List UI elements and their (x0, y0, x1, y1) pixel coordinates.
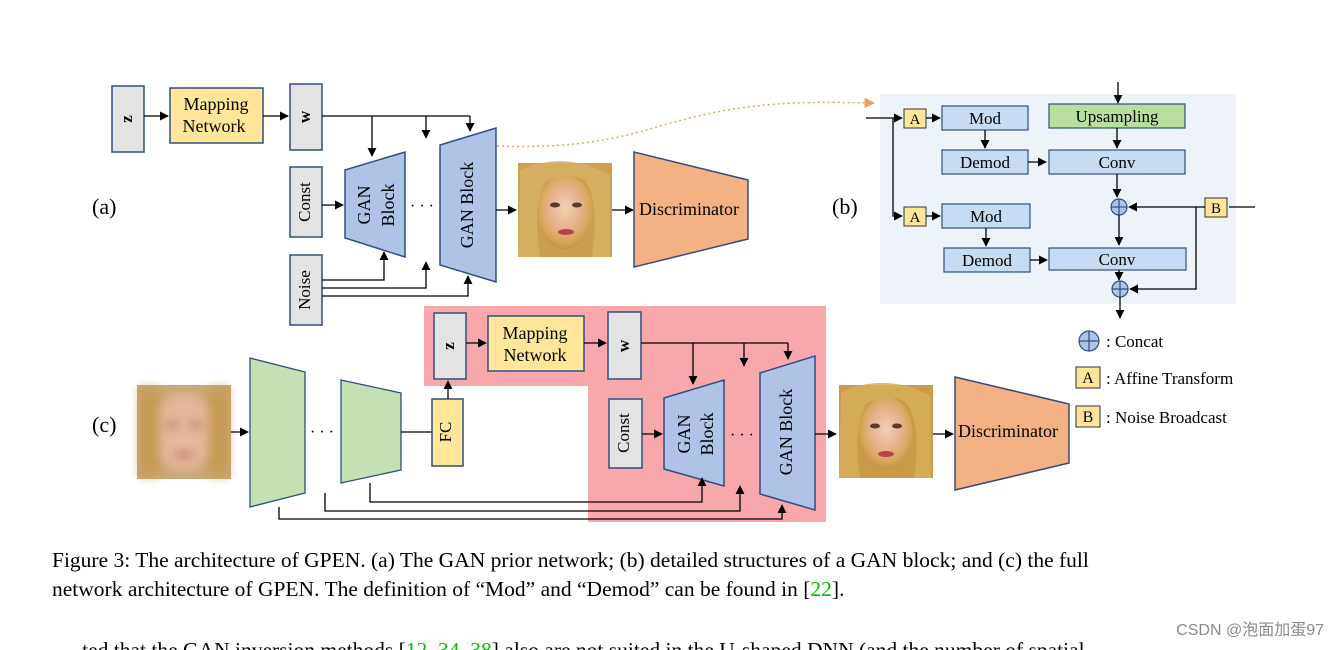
conv-top (1048, 149, 1186, 175)
mod-top (941, 105, 1029, 131)
mapping-network-a-line1: Mapping (184, 94, 249, 114)
gan-block-a2 (439, 126, 497, 284)
conv-bottom (1048, 247, 1187, 271)
gan-block-c1-line2: Block (697, 413, 717, 456)
ellipsis-a: · · · (410, 198, 434, 215)
mod-top-label: Mod (969, 109, 1002, 128)
legend-noise: : Noise Broadcast (1106, 408, 1227, 427)
mapping-network-c (487, 315, 585, 372)
z-label-a: z (117, 115, 136, 123)
legend: : Concat A : Affine Transform B : Noise … (1075, 330, 1233, 428)
fc-box (431, 398, 464, 467)
discriminator-c-label: Discriminator (958, 421, 1058, 441)
blurry-face-input (137, 385, 231, 479)
gan-block-c1-line1: GAN (674, 415, 694, 454)
mapping-network-c-line1: Mapping (503, 323, 568, 343)
panel-c-label: (c) (92, 412, 116, 437)
z-box-c (433, 312, 467, 380)
legend-affine: : Affine Transform (1106, 369, 1233, 388)
mod-bottom-label: Mod (970, 207, 1003, 226)
z-label-c: z (439, 342, 458, 350)
gan-block-a1-line2: Block (378, 184, 398, 227)
figure-caption: Figure 3: The architecture of GPEN. (a) … (52, 546, 1292, 604)
mapping-network-a-line2: Network (183, 116, 246, 136)
body-text-pre: ...ted that the GAN inversion methods [ (66, 638, 406, 650)
noise-broadcast-b-label: B (1211, 201, 1221, 217)
discriminator-a-label: Discriminator (639, 199, 739, 219)
concat-top-icon (1110, 198, 1128, 216)
const-box-c (608, 398, 643, 469)
face-image-a (518, 161, 612, 257)
mod-bottom (941, 203, 1031, 229)
caption-line2-end: ]. (831, 577, 845, 601)
architecture-figure: (a) z Mapping Network w Const GAN Block … (92, 82, 1255, 522)
gan-block-c2-label: GAN Block (776, 389, 796, 476)
discriminator-c (954, 376, 1070, 491)
gan-block-a1 (344, 150, 406, 259)
demod-bottom-label: Demod (962, 251, 1013, 270)
gan-block-a2-label: GAN Block (457, 162, 477, 249)
body-text-refs[interactable]: 12, 34, 38 (405, 638, 492, 650)
conv-top-label: Conv (1099, 153, 1136, 172)
mapping-network-a (169, 87, 264, 144)
caption-reference-link[interactable]: 22 (810, 577, 832, 601)
ellipsis-c-generator: · · · (730, 427, 754, 444)
panel-b-label: (b) (832, 194, 858, 219)
concat-bottom-icon (1111, 280, 1129, 298)
legend-affine-letter: A (1082, 370, 1094, 387)
const-label-a: Const (295, 182, 314, 222)
panel-c: (c) · · · FC z Mapping Network (92, 306, 1070, 522)
encoder-block-2 (340, 379, 402, 484)
upsampling-label: Upsampling (1075, 107, 1159, 126)
demod-top (941, 149, 1029, 175)
const-box-a (289, 166, 323, 238)
caption-line1: Figure 3: The architecture of GPEN. (a) … (52, 548, 1089, 572)
discriminator-a (633, 151, 749, 268)
gan-block-c2 (759, 354, 816, 511)
conv-bottom-label: Conv (1099, 250, 1136, 269)
legend-concat: : Concat (1106, 332, 1163, 351)
panel-a-label: (a) (92, 194, 116, 219)
gan-block-a1-line1: GAN (354, 186, 374, 225)
legend-noise-letter: B (1083, 409, 1094, 426)
panel-a: (a) z Mapping Network w Const GAN Block … (92, 83, 876, 326)
z-box-a (111, 85, 145, 153)
noise-box-a (289, 254, 323, 326)
panel-b: (b) A Mod Demod Upsampling Conv B (832, 82, 1255, 319)
noise-label-a: Noise (295, 270, 314, 310)
encoder-block-1 (249, 357, 306, 508)
w-box-a (289, 83, 323, 151)
w-label-a: w (295, 110, 314, 123)
caption-line2: network architecture of GPEN. The defini… (52, 575, 1292, 604)
w-box-c (607, 311, 642, 380)
body-text-partial: ...ted that the GAN inversion methods [1… (66, 636, 1101, 650)
legend-affine-swatch (1075, 366, 1101, 389)
mapping-network-c-line2: Network (504, 345, 567, 365)
demod-top-label: Demod (960, 153, 1011, 172)
caption-line2-text: network architecture of GPEN. The defini… (52, 577, 811, 601)
w-label-c: w (614, 339, 633, 352)
face-image-c (839, 382, 933, 478)
gan-block-c1 (663, 378, 725, 487)
legend-concat-icon (1078, 330, 1100, 352)
const-label-c: Const (614, 413, 633, 453)
affine-a-top-label: A (910, 112, 921, 128)
body-text-post: ] also are not suited in the U-shaped DN… (491, 638, 1101, 650)
upsampling-box (1048, 103, 1186, 129)
csdn-watermark: CSDN @泡面加蛋97 (1176, 622, 1324, 639)
affine-a-bottom-label: A (910, 210, 921, 226)
legend-noise-swatch (1075, 405, 1101, 428)
fc-label: FC (436, 422, 455, 443)
ellipsis-c-encoder: · · · (310, 424, 334, 441)
